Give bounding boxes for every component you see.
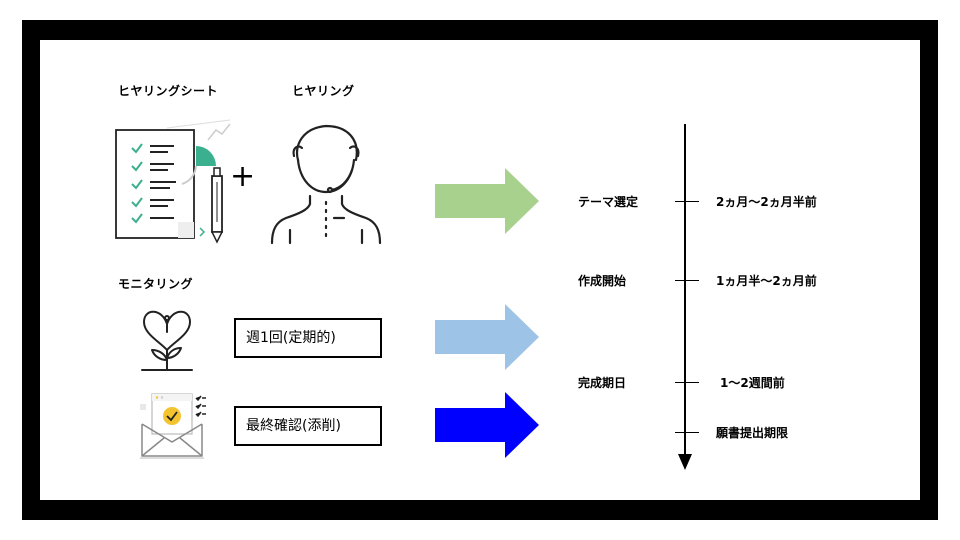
timeline-arrow [678,124,692,470]
headset-person-icon [268,118,384,245]
timeline-tick [675,201,699,202]
checklist-document-pen-icon [112,118,232,244]
heading-monitoring: モニタリング [118,277,194,291]
timeline-value-theme: 2ヵ月〜2ヵ月半前 [716,195,817,209]
diagram-canvas: ヒヤリングシート ヒヤリング モニタリング [40,40,920,500]
arrow-final-check-shape [435,392,539,458]
weekly-monitoring-box: 週1回(定期的) [234,318,382,358]
arrow-hearing-shape [435,168,539,234]
timeline-tick [675,382,699,383]
timeline-label-complete: 完成期日 [578,376,627,390]
arrow-weekly-shape [435,304,539,370]
timeline-label-theme: テーマ選定 [578,195,639,209]
envelope-certificate-icon [136,390,210,460]
timeline-value-complete: 1〜2週間前 [720,376,785,390]
timeline-label-start: 作成開始 [578,274,627,288]
heading-hearing-sheet: ヒヤリングシート [118,84,219,98]
timeline-value-start: 1ヵ月半〜2ヵ月前 [716,274,817,288]
arrow-hearing [435,168,539,234]
arrow-weekly [435,304,539,370]
heading-hearing: ヒヤリング [292,84,355,98]
heart-plant-icon [132,302,202,372]
timeline-value-deadline: 願書提出期限 [716,426,789,440]
arrow-final-check [435,392,539,458]
timeline-tick [675,432,699,433]
final-check-box: 最終確認(添削) [234,406,382,446]
timeline-tick [675,280,699,281]
plus-sign: + [230,159,256,194]
